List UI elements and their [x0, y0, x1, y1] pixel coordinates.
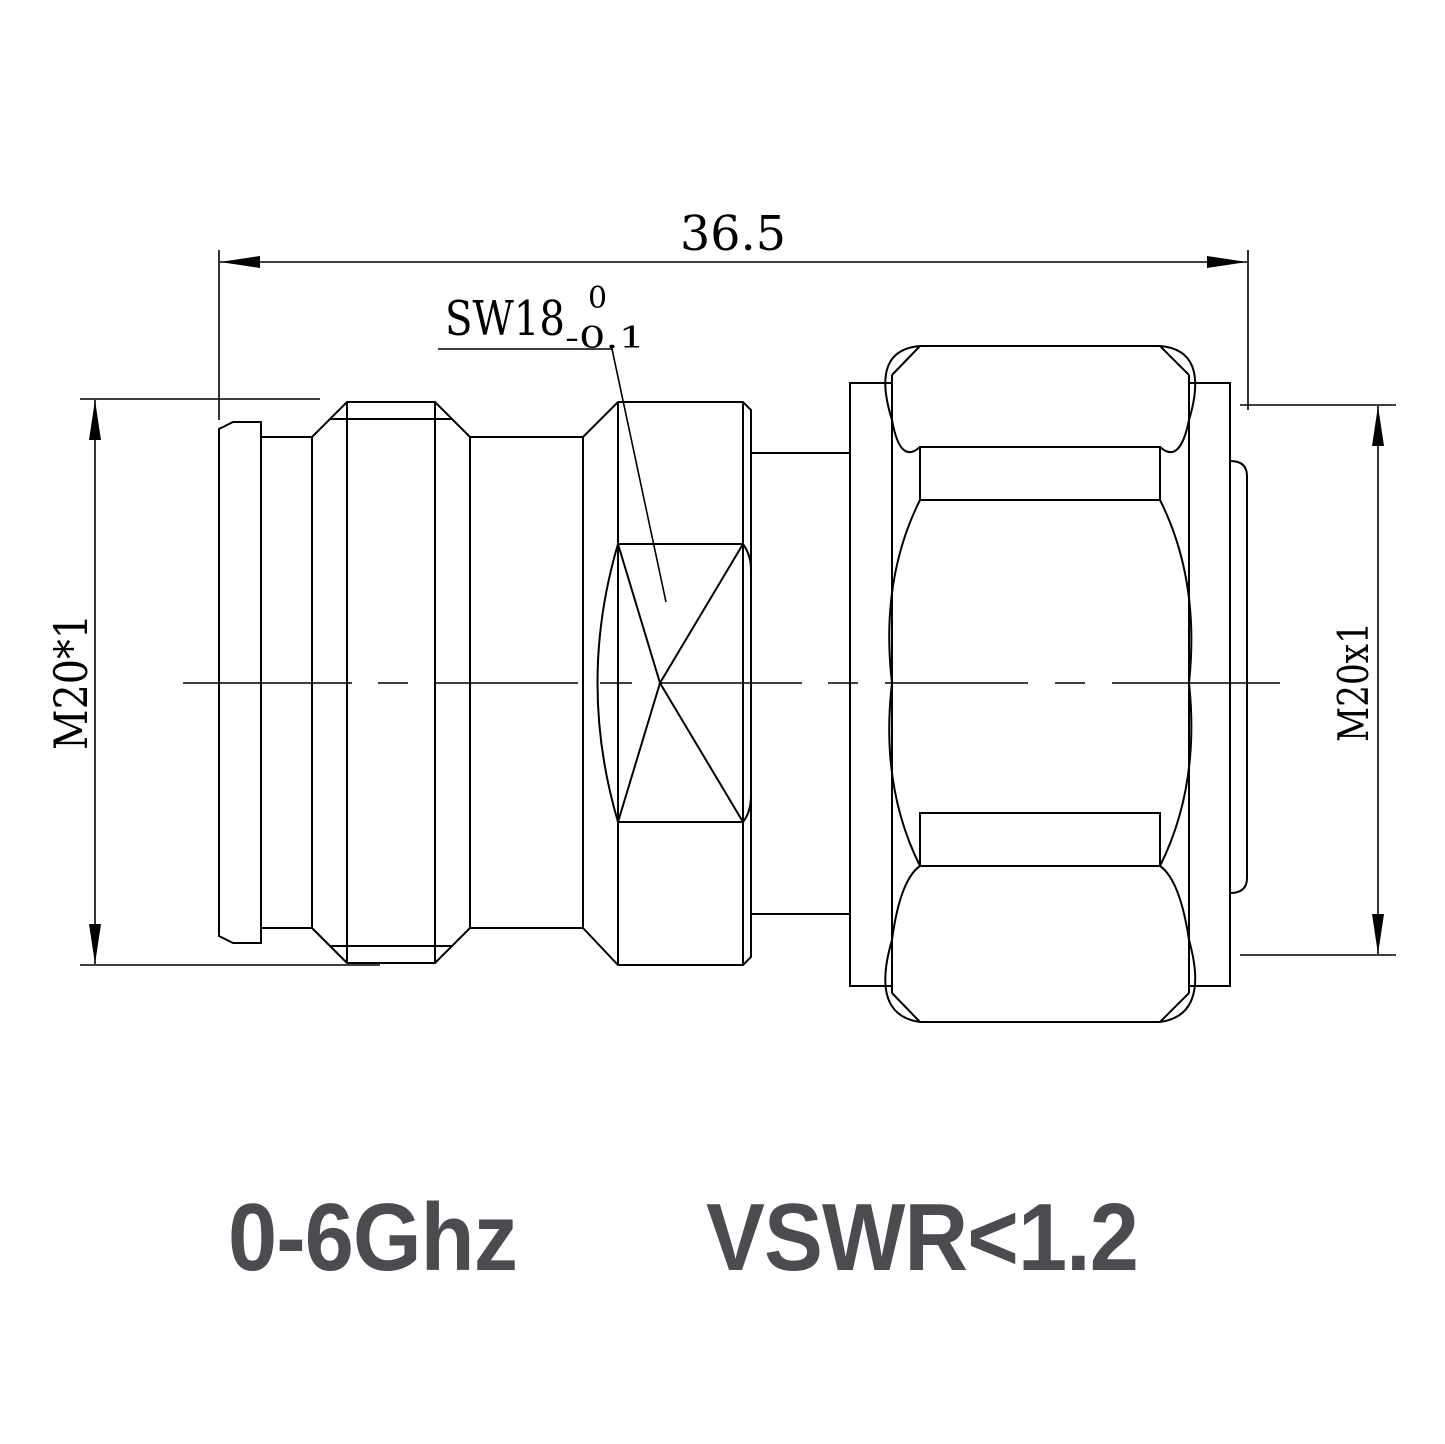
overall-length-label: 36.5 [680, 206, 786, 262]
overall-length-dimension: 36.5 [218, 206, 1249, 420]
vswr-label: VSWR<1.2 [706, 1184, 1139, 1291]
right-thread-dimension: M20x1 [1240, 404, 1396, 956]
right-thread-label: M20x1 [1329, 622, 1378, 742]
wrench-tol-upper: 0 [588, 281, 607, 316]
wrench-size-callout: SW18 0 -0.1 [438, 281, 667, 603]
frequency-range-label: 0-6Ghz [228, 1184, 518, 1291]
left-connector-body [218, 401, 584, 964]
hex-body [582, 401, 752, 966]
neck [751, 452, 850, 915]
wrench-tol-lower: -0.1 [565, 321, 645, 356]
left-thread-label: M20*1 [44, 614, 98, 750]
wrench-size-label: SW18 [445, 291, 565, 347]
left-thread-dimension: M20*1 [44, 398, 380, 966]
coupling-nut [849, 345, 1248, 1023]
